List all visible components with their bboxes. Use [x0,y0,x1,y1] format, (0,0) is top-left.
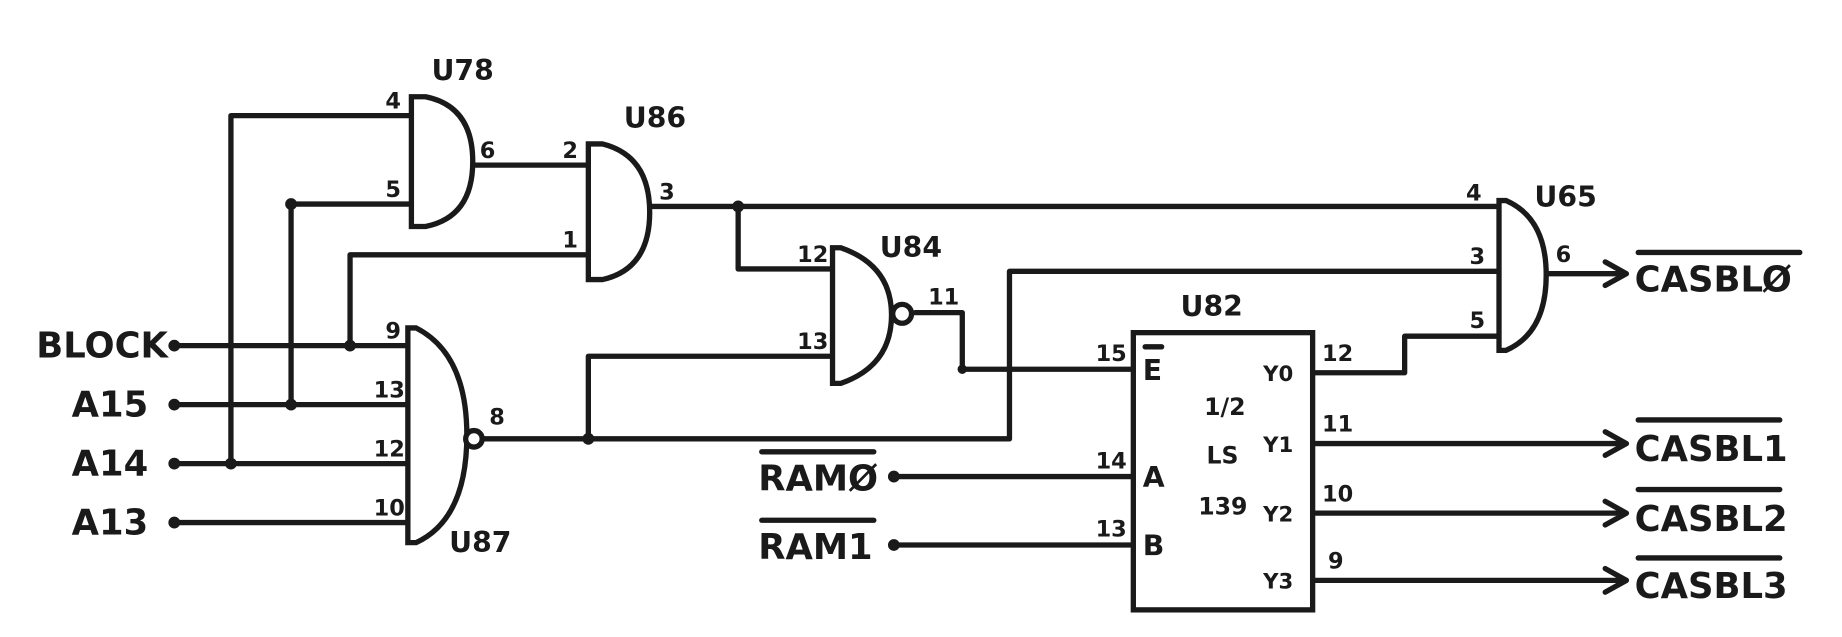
u82-pin-a: A [1143,461,1165,494]
u86-ref: U86 [624,101,686,134]
u84-nand-gate [829,245,895,387]
wire-u84-to-e [912,309,1136,372]
u82-part-2: LS [1206,442,1238,470]
wires [171,112,1626,584]
u82-ref: U82 [1181,290,1243,323]
u82-pin-y3: Y3 [1262,570,1293,595]
wire-u87-out [479,268,1502,442]
u82-pin-y1: Y1 [1262,433,1293,458]
u82-part-3: 139 [1198,492,1247,520]
input-a13: A13 [72,502,149,543]
input-a14: A14 [72,443,149,484]
pin-label: 3 [1470,244,1486,270]
pin-label: 4 [385,89,401,115]
arrow-icon [1602,498,1630,528]
pin-label: 11 [1322,412,1353,438]
pin-label: 13 [1096,517,1127,543]
pin-label: 8 [489,405,505,431]
input-a15: A15 [72,384,149,425]
u78-and-gate [408,94,476,230]
arrow-icon [1602,259,1630,289]
pin-label: 15 [1096,341,1127,367]
pin-label: 6 [480,138,496,164]
output-casbl0: CASBLØ [1635,259,1792,300]
pin-label: 9 [385,319,401,345]
input-ram1: RAM1 [758,527,872,568]
u82-part-1: 1/2 [1204,393,1245,421]
junctions [168,198,968,551]
pin-label: 12 [1322,341,1353,367]
wire-y0-to-u65 [1309,333,1502,376]
output-casbl1: CASBL1 [1635,429,1788,470]
u82-pin-e: E [1143,354,1162,387]
u84-inversion-bubble [890,301,915,326]
input-ram0: RAMØ [758,459,878,500]
wire-a14-to-u78 [228,112,415,467]
u82-pin-b: B [1143,530,1165,563]
u82-pin-y2: Y2 [1262,502,1293,527]
pin-label: 11 [928,284,959,310]
pin-label: 1 [562,228,578,254]
pin-label: 13 [374,378,405,404]
pin-label: 13 [797,329,828,355]
pin-label: 3 [659,179,675,205]
pin-label: 12 [374,437,405,463]
pin-label: 5 [1470,308,1486,334]
u87-inversion-bubble [463,427,485,450]
u65-ref: U65 [1534,180,1596,213]
pin-label: 6 [1556,242,1572,268]
wire-u86-to-u84 [735,203,836,272]
output-casbl2: CASBL2 [1635,499,1788,540]
pin-label: 5 [385,177,401,203]
pin-label: 10 [1322,481,1353,507]
arrow-icon [1602,565,1630,595]
wire-block-to-u86 [347,252,591,349]
output-casbl3: CASBL3 [1635,566,1788,607]
pin-label: 12 [797,242,828,268]
arrow-icons [1602,259,1630,595]
u86-and-gate [585,141,653,283]
wire-u87-to-u84 [585,353,836,442]
pin-label: 14 [1096,448,1127,474]
pin-label: 4 [1466,181,1482,207]
u82-decoder-box [1130,330,1316,613]
u84-ref: U84 [880,231,942,264]
pin-label: 2 [562,138,578,164]
u82-pin-y0: Y0 [1262,362,1293,387]
u65-and-gate [1496,197,1549,354]
arrow-icon [1602,429,1630,458]
pin-label: 10 [374,495,405,521]
u87-nand-gate [405,325,470,546]
input-block: BLOCK [36,325,169,366]
pin-label: 9 [1328,549,1344,575]
u78-ref: U78 [431,54,493,87]
u87-ref: U87 [449,526,511,559]
